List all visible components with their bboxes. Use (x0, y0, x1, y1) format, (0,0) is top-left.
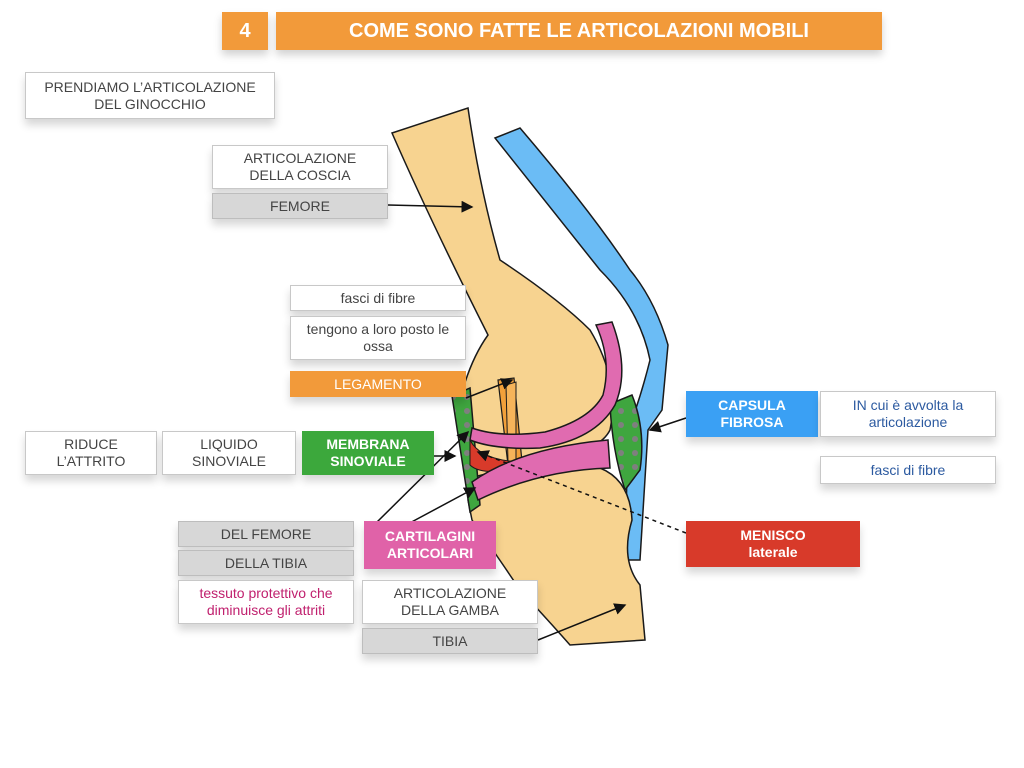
femur-label: FEMORE (212, 193, 388, 219)
slide-title: COME SONO FATTE LE ARTICOLAZIONI MOBILI (276, 12, 882, 50)
hold-bones-label: tengono a loro posto le ossa (290, 316, 466, 360)
reduces-friction-label: RIDUCE L’ATTRITO (25, 431, 157, 475)
arrow-femur (387, 200, 474, 213)
articular-cartilage-label: CARTILAGINI ARTICOLARI (364, 521, 496, 569)
arrow-meniscus (476, 450, 687, 534)
arrow-tibia (537, 603, 627, 641)
arrow-ligament (465, 378, 514, 399)
fibrous-capsule-label: CAPSULA FIBROSA (686, 391, 818, 437)
arrow-cartilage-1 (373, 430, 470, 526)
fiber-bundles-right-label: fasci di fibre (820, 456, 996, 484)
fiber-bundles-left-label: fasci di fibre (290, 285, 466, 311)
tibia-label: TIBIA (362, 628, 538, 654)
ligament-shape-2 (505, 381, 517, 463)
arrow-cartilage-2 (405, 487, 477, 526)
arrow-capsule (648, 417, 687, 433)
of-femur-label: DEL FEMORE (178, 521, 354, 547)
cartilage-femoral (469, 321, 623, 450)
leg-joint-label: ARTICOLAZIONE DELLA GAMBA (362, 580, 538, 624)
synovial-membrane-right (609, 394, 643, 492)
femur-shape (390, 107, 614, 479)
ligament-label: LEGAMENTO (290, 371, 466, 397)
synovial-membrane-label: MEMBRANA SINOVIALE (302, 431, 434, 475)
slide-number: 4 (222, 12, 268, 50)
protective-tissue-label: tessuto protettivo che diminuisce gli at… (178, 580, 354, 624)
synovial-fluid-label: LIQUIDO SINOVIALE (162, 431, 296, 475)
intro-label: PRENDIAMO L’ARTICOLAZIONE DEL GINOCCHIO (25, 72, 275, 119)
thigh-joint-label: ARTICOLAZIONE DELLA COSCIA (212, 145, 388, 189)
lateral-meniscus-label: MENISCO laterale (686, 521, 860, 567)
wrapped-joint-label: IN cui è avvolta la articolazione (820, 391, 996, 437)
of-tibia-label: DELLA TIBIA (178, 550, 354, 576)
